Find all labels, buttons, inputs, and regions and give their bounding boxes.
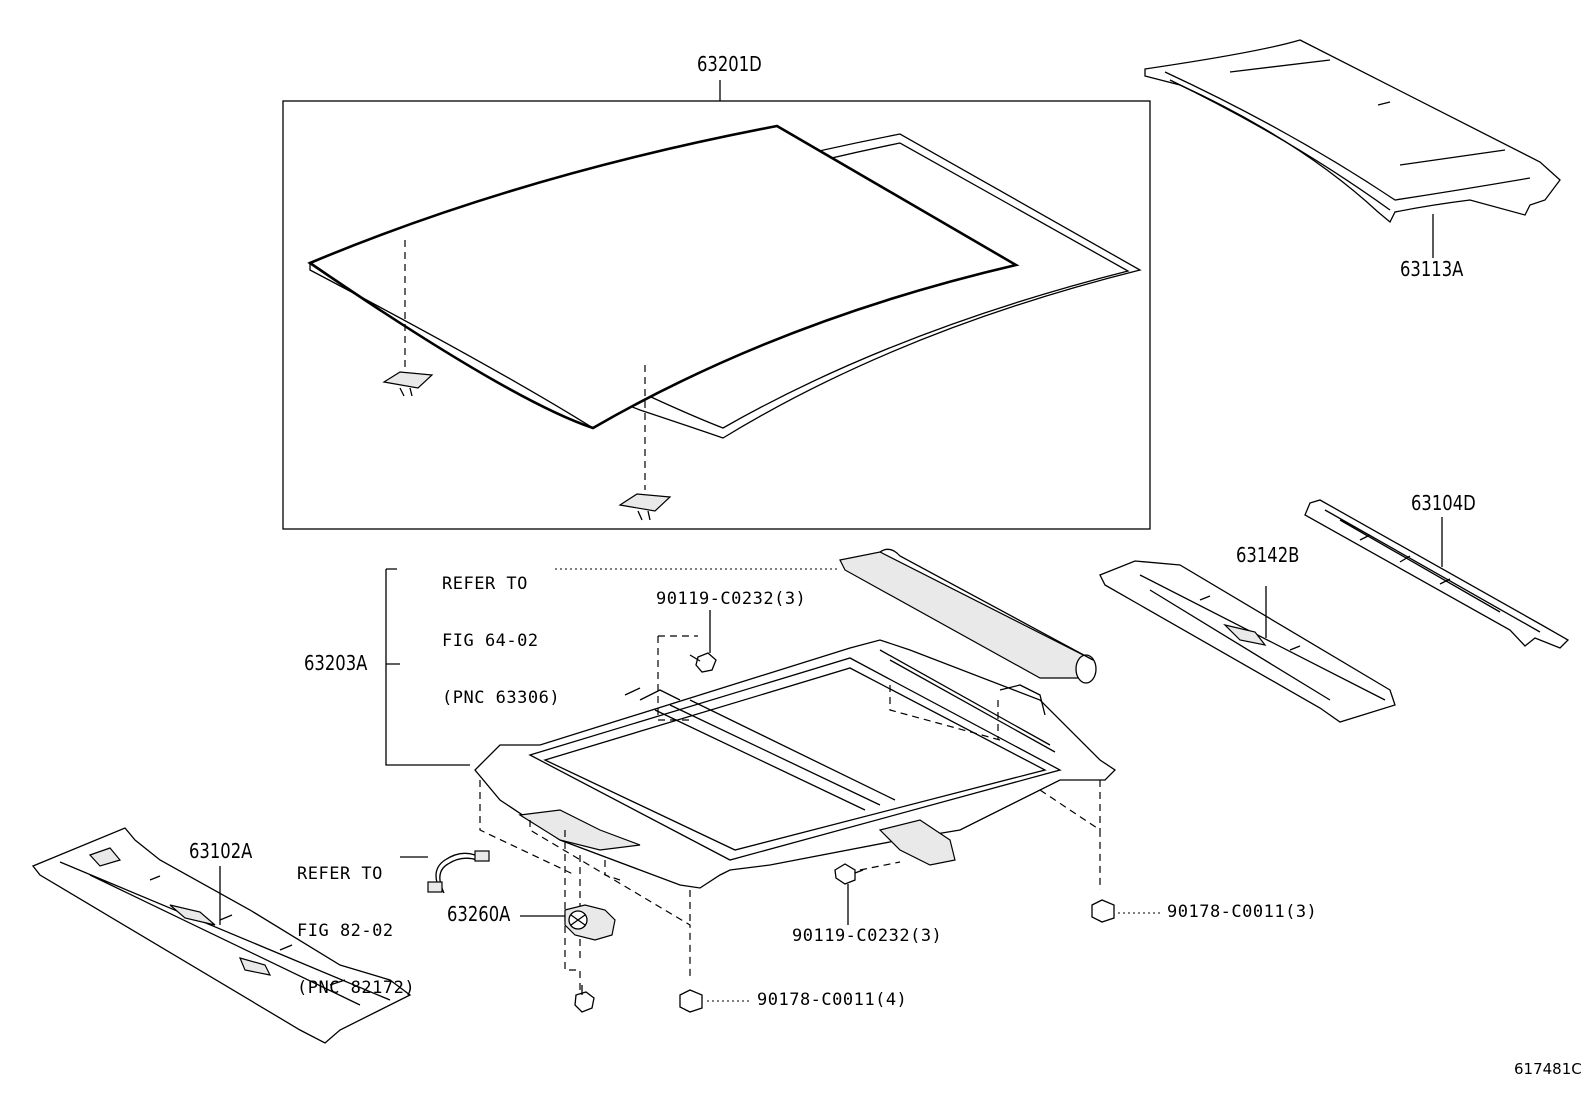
refer-note-1: REFER TO FIG 64-02 (PNC 63306)	[442, 537, 560, 727]
refer-2-line2: FIG 82-02	[297, 921, 394, 941]
label-roof-glass: 63201D	[697, 52, 762, 76]
refer-1-line2: FIG 64-02	[442, 631, 539, 651]
motor-icon	[564, 904, 616, 941]
refer-1-line1: REFER TO	[442, 574, 528, 594]
bolt-icon	[574, 985, 595, 1013]
roof-rail-icon	[1304, 499, 1570, 649]
glass-panel-icon	[307, 124, 1142, 439]
bolt-icon	[834, 863, 864, 885]
label-rail-center: 63142B	[1236, 543, 1300, 567]
label-motor: 63260A	[447, 902, 511, 926]
nut-icon	[679, 989, 703, 1013]
label-nut-right: 90178-C0011(3)	[1167, 902, 1318, 922]
label-rail-front: 63102A	[189, 839, 253, 863]
bolt-icon	[689, 652, 717, 673]
clip-icon	[382, 371, 434, 397]
roof-rail-icon	[1099, 560, 1396, 723]
sunshade-roll-icon	[839, 548, 1097, 684]
label-rail-rear: 63104D	[1411, 491, 1476, 515]
diagram-id: 617481C	[1514, 1060, 1582, 1078]
label-nut-bottom: 90178-C0011(4)	[757, 990, 908, 1010]
refer-2-line3: (PNC 82172)	[297, 978, 416, 998]
label-bolt-upper: 90119-C0232(3)	[656, 589, 807, 609]
roof-panel-icon	[1144, 39, 1561, 224]
glass-group-box	[282, 100, 1151, 530]
nut-icon	[1091, 899, 1115, 923]
refer-2-line1: REFER TO	[297, 864, 383, 884]
label-roof-panel: 63113A	[1400, 257, 1464, 281]
label-bolt-lower: 90119-C0232(3)	[792, 926, 943, 946]
wire-harness-icon	[427, 850, 490, 894]
label-sunroof-housing: 63203A	[304, 651, 368, 675]
refer-note-2: REFER TO FIG 82-02 (PNC 82172)	[297, 827, 415, 1017]
refer-1-line3: (PNC 63306)	[442, 688, 561, 708]
clip-icon	[618, 493, 672, 521]
sunroof-frame-icon	[474, 639, 1117, 889]
roof-rail-icon	[31, 827, 412, 1044]
